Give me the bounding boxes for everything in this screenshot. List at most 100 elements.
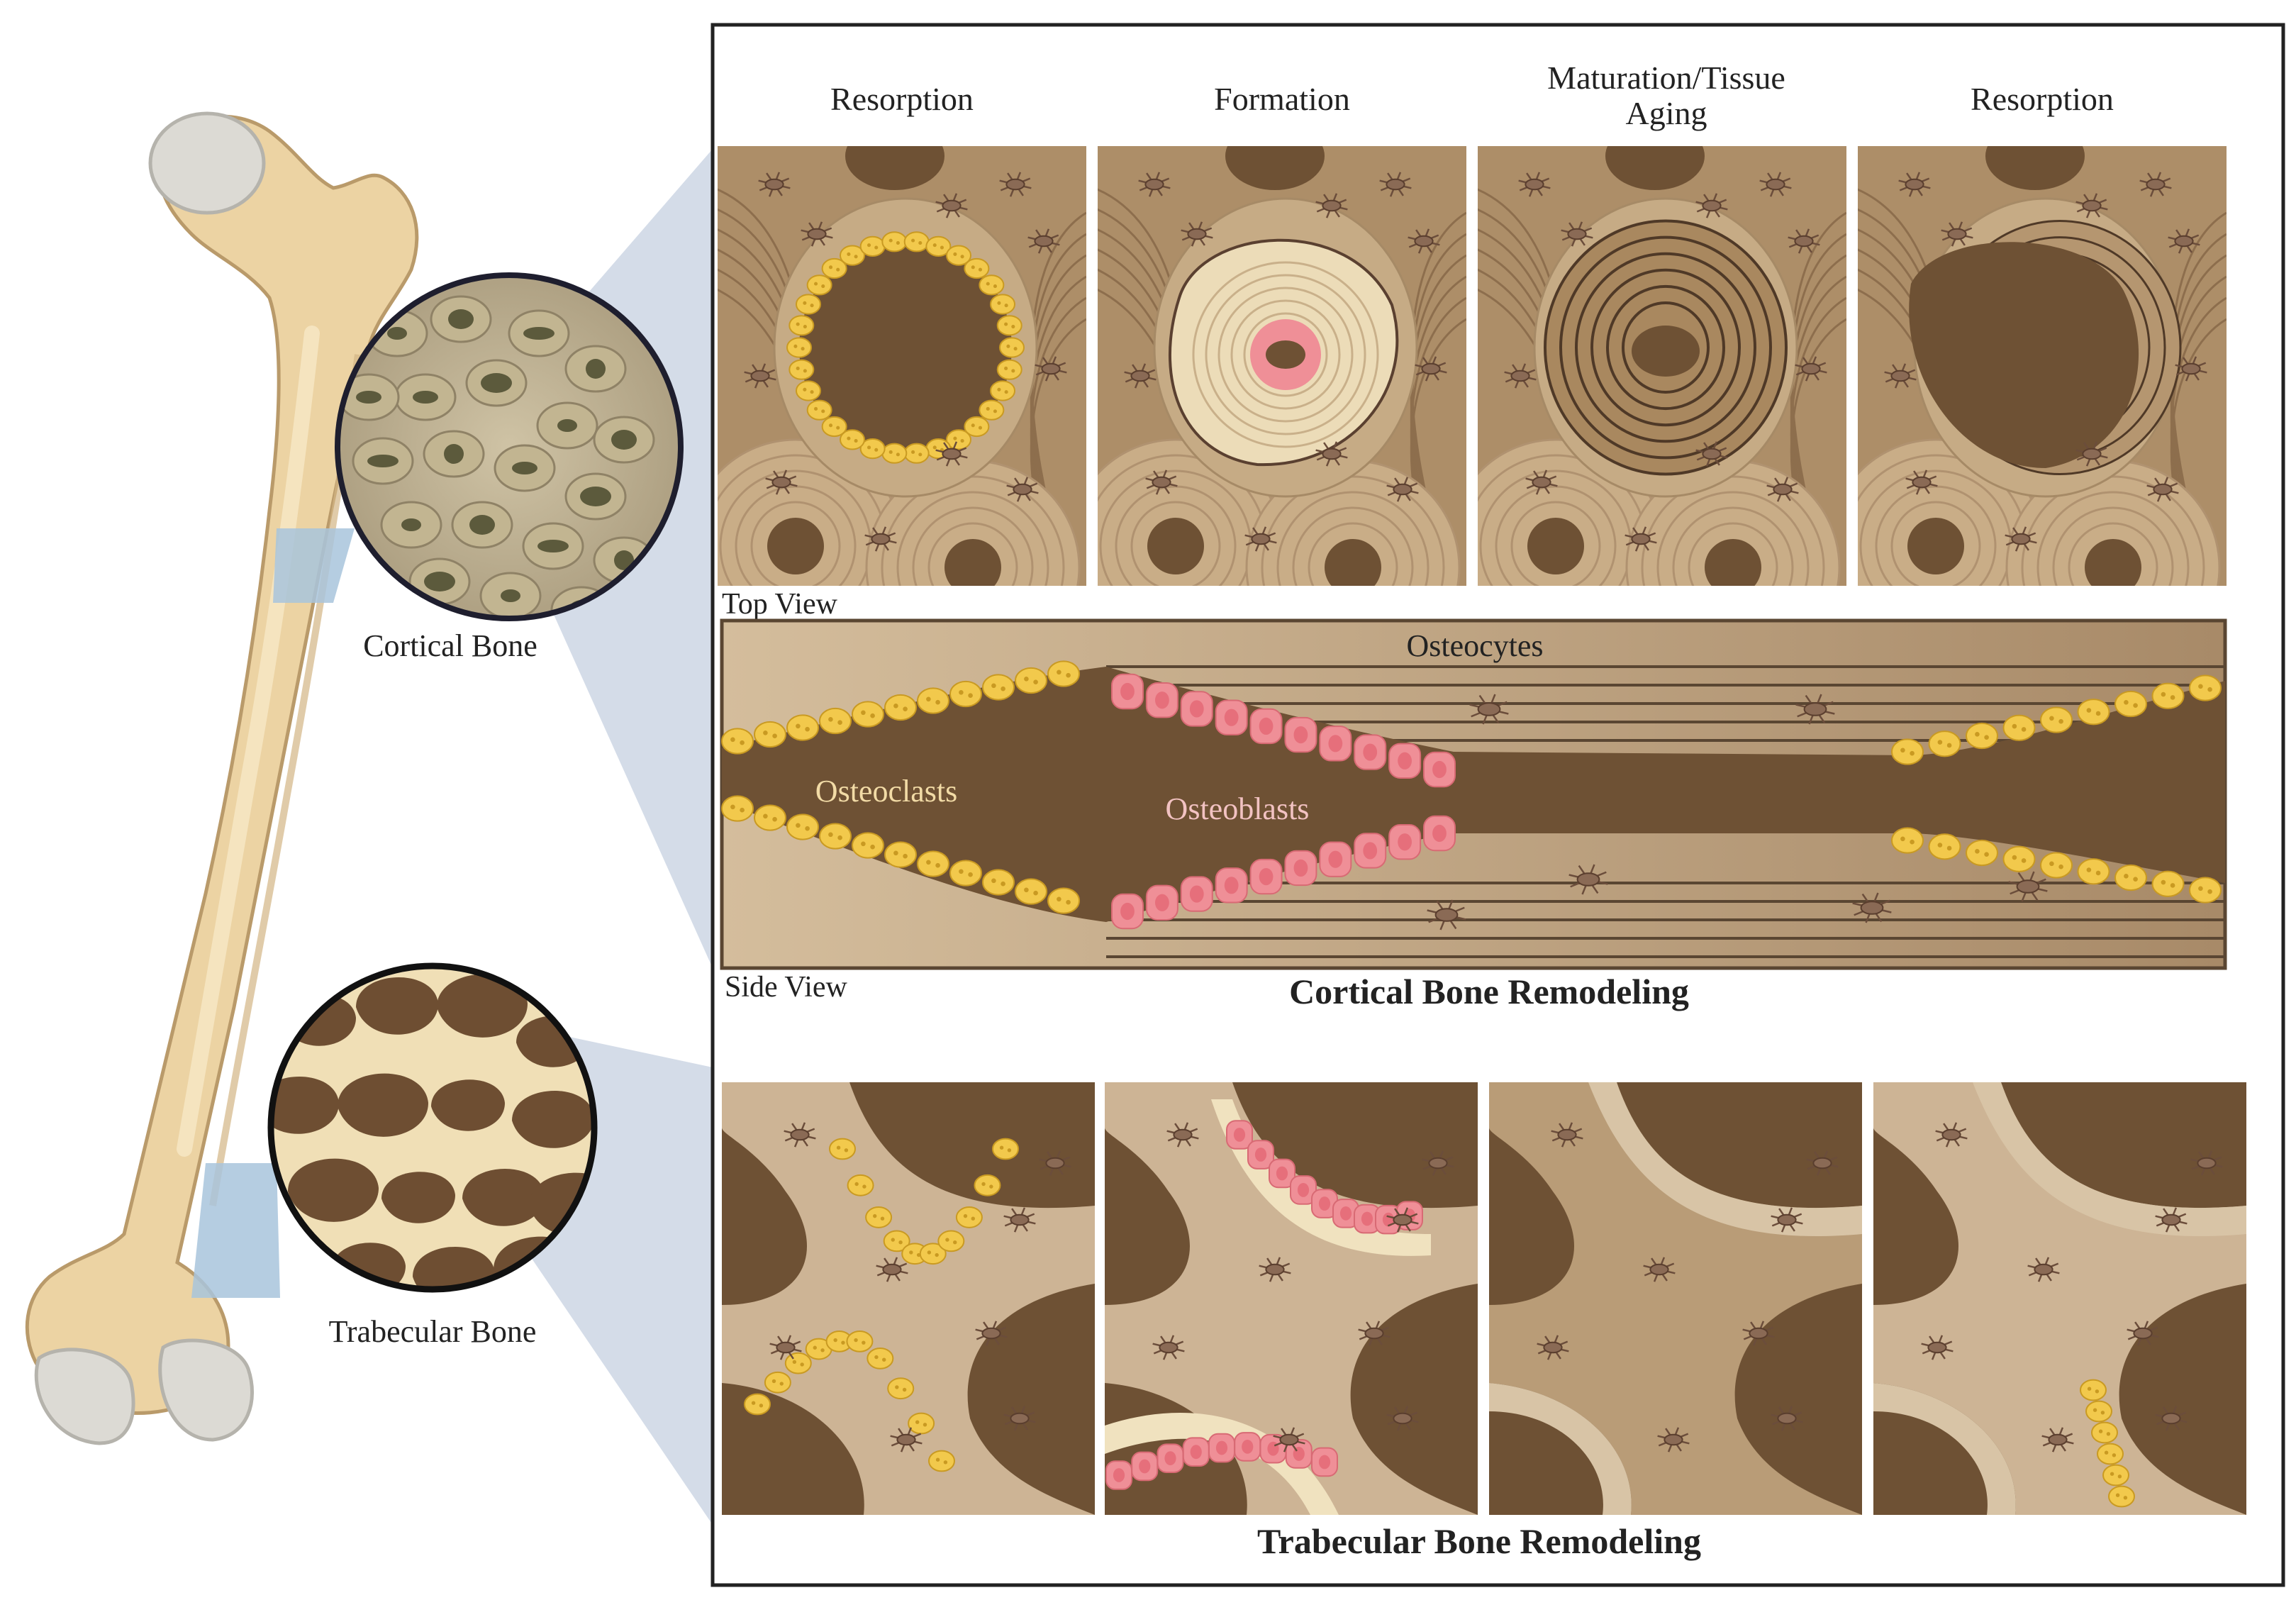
trabecular-panels (722, 1082, 2246, 1515)
osteoclast-body (2097, 1443, 2124, 1465)
nucleus (2049, 716, 2054, 721)
haversian-canal (944, 539, 1001, 586)
osteocyte (2075, 193, 2108, 218)
osteoclast-cell (2080, 1379, 2107, 1401)
osteocyte (1386, 1406, 1419, 1431)
nucleus (1937, 740, 1943, 745)
osteocyte-body (1941, 1128, 1961, 1141)
nucleus (803, 324, 807, 329)
osteocyte-body (1905, 178, 1924, 191)
osteon-ring (1656, 491, 1810, 586)
nucleus (854, 1338, 858, 1343)
nucleus (779, 1382, 784, 1386)
haversian-canal (401, 518, 421, 531)
osteoclast-body (884, 694, 917, 721)
osteoclast-cell (2040, 852, 2073, 879)
nucleus (772, 733, 777, 738)
nucleus (959, 690, 964, 695)
osteocyte-body (1525, 178, 1544, 191)
nucleus (2115, 1493, 2120, 1497)
nucleus (1066, 899, 1071, 905)
osteocyte-body (2174, 235, 2194, 248)
osteoclast-cell (2102, 1464, 2129, 1487)
osteoclast-cell (982, 674, 1015, 701)
osteoclast-body (2114, 864, 2147, 891)
osteoclast-body (859, 438, 886, 460)
osteoblast-cell (1388, 824, 1422, 860)
nucleus (792, 1360, 797, 1365)
osteocyte (1905, 470, 1938, 495)
nucleus (1013, 347, 1018, 351)
osteoclast-cell (1928, 833, 1961, 860)
haversian-canal (1907, 518, 1964, 574)
nucleus (759, 1404, 764, 1408)
osteocyte (935, 193, 968, 218)
nucleus (801, 347, 805, 351)
nucleus (1066, 672, 1071, 678)
nucleus (740, 740, 745, 745)
nucleus (903, 853, 908, 859)
osteocyte-body (942, 199, 962, 212)
osteocyte-body (2153, 483, 2173, 496)
osteoclast-body (1015, 667, 1047, 694)
osteoclast-cell (2002, 845, 2036, 872)
osteoclast-body (840, 429, 865, 450)
osteocyte (1181, 221, 1213, 247)
nucleus (805, 826, 810, 831)
femur-cortical-pointer (273, 528, 355, 603)
osteoclast-body (2091, 1421, 2118, 1444)
osteoclast-body (847, 1174, 874, 1196)
osteoclast-cell (996, 315, 1022, 336)
osteocyte-body (1013, 483, 1032, 496)
osteoclast-body (754, 721, 786, 748)
osteoclast-body (821, 257, 847, 279)
nucleus (993, 409, 998, 413)
osteon-ring (1308, 522, 1398, 586)
osteocyte-body (2161, 1412, 2181, 1425)
osteoclast-cell (806, 274, 832, 296)
nucleus (978, 426, 983, 430)
osteocyte (1259, 1257, 1291, 1282)
osteoclast-cell (917, 687, 949, 714)
nucleus (960, 255, 964, 259)
osteoclast-body (1928, 833, 1961, 860)
osteon-ring (2036, 491, 2190, 586)
osteoblast-cell (1111, 673, 1144, 710)
osteocyte (890, 1427, 923, 1452)
osteocyte (2127, 1321, 2159, 1346)
osteoblast-cell (1354, 833, 1387, 869)
osteocyte (1788, 228, 1820, 254)
nucleus (997, 301, 1001, 305)
nucleus (915, 1420, 920, 1424)
nucleus (866, 243, 871, 248)
top-view-panel-2 (1098, 146, 1466, 586)
osteocyte-body (1041, 362, 1061, 375)
nucleus (1139, 1459, 1151, 1474)
trabecular-panel-2 (1105, 1082, 1478, 1515)
nucleus (1113, 1468, 1125, 1482)
nucleus (1259, 868, 1274, 886)
osteocyte (1806, 1150, 1839, 1176)
osteoclast-body (2189, 877, 2222, 904)
osteocyte-body (2082, 448, 2102, 460)
osteoclast-body (979, 274, 1005, 296)
osteon-ring (1510, 501, 1601, 586)
new-lamella (1192, 261, 1379, 448)
haversian-canal (448, 309, 474, 329)
haversian-canal (424, 572, 455, 591)
osteocyte-body (1159, 1341, 1178, 1354)
nucleus (978, 267, 983, 272)
nucleus (2098, 1429, 2103, 1433)
nucleus (1910, 750, 1915, 756)
nucleus (828, 717, 833, 722)
osteocyte-body (750, 370, 770, 382)
osteoclast-cell (821, 416, 847, 438)
nucleus (1328, 735, 1343, 752)
canal (1605, 146, 1705, 190)
osteoclast-body (795, 294, 821, 315)
osteocyte-body (1801, 362, 1821, 375)
osteocyte-body (1393, 483, 1412, 496)
nucleus (986, 282, 990, 286)
osteoclast-cell (2040, 706, 2073, 733)
